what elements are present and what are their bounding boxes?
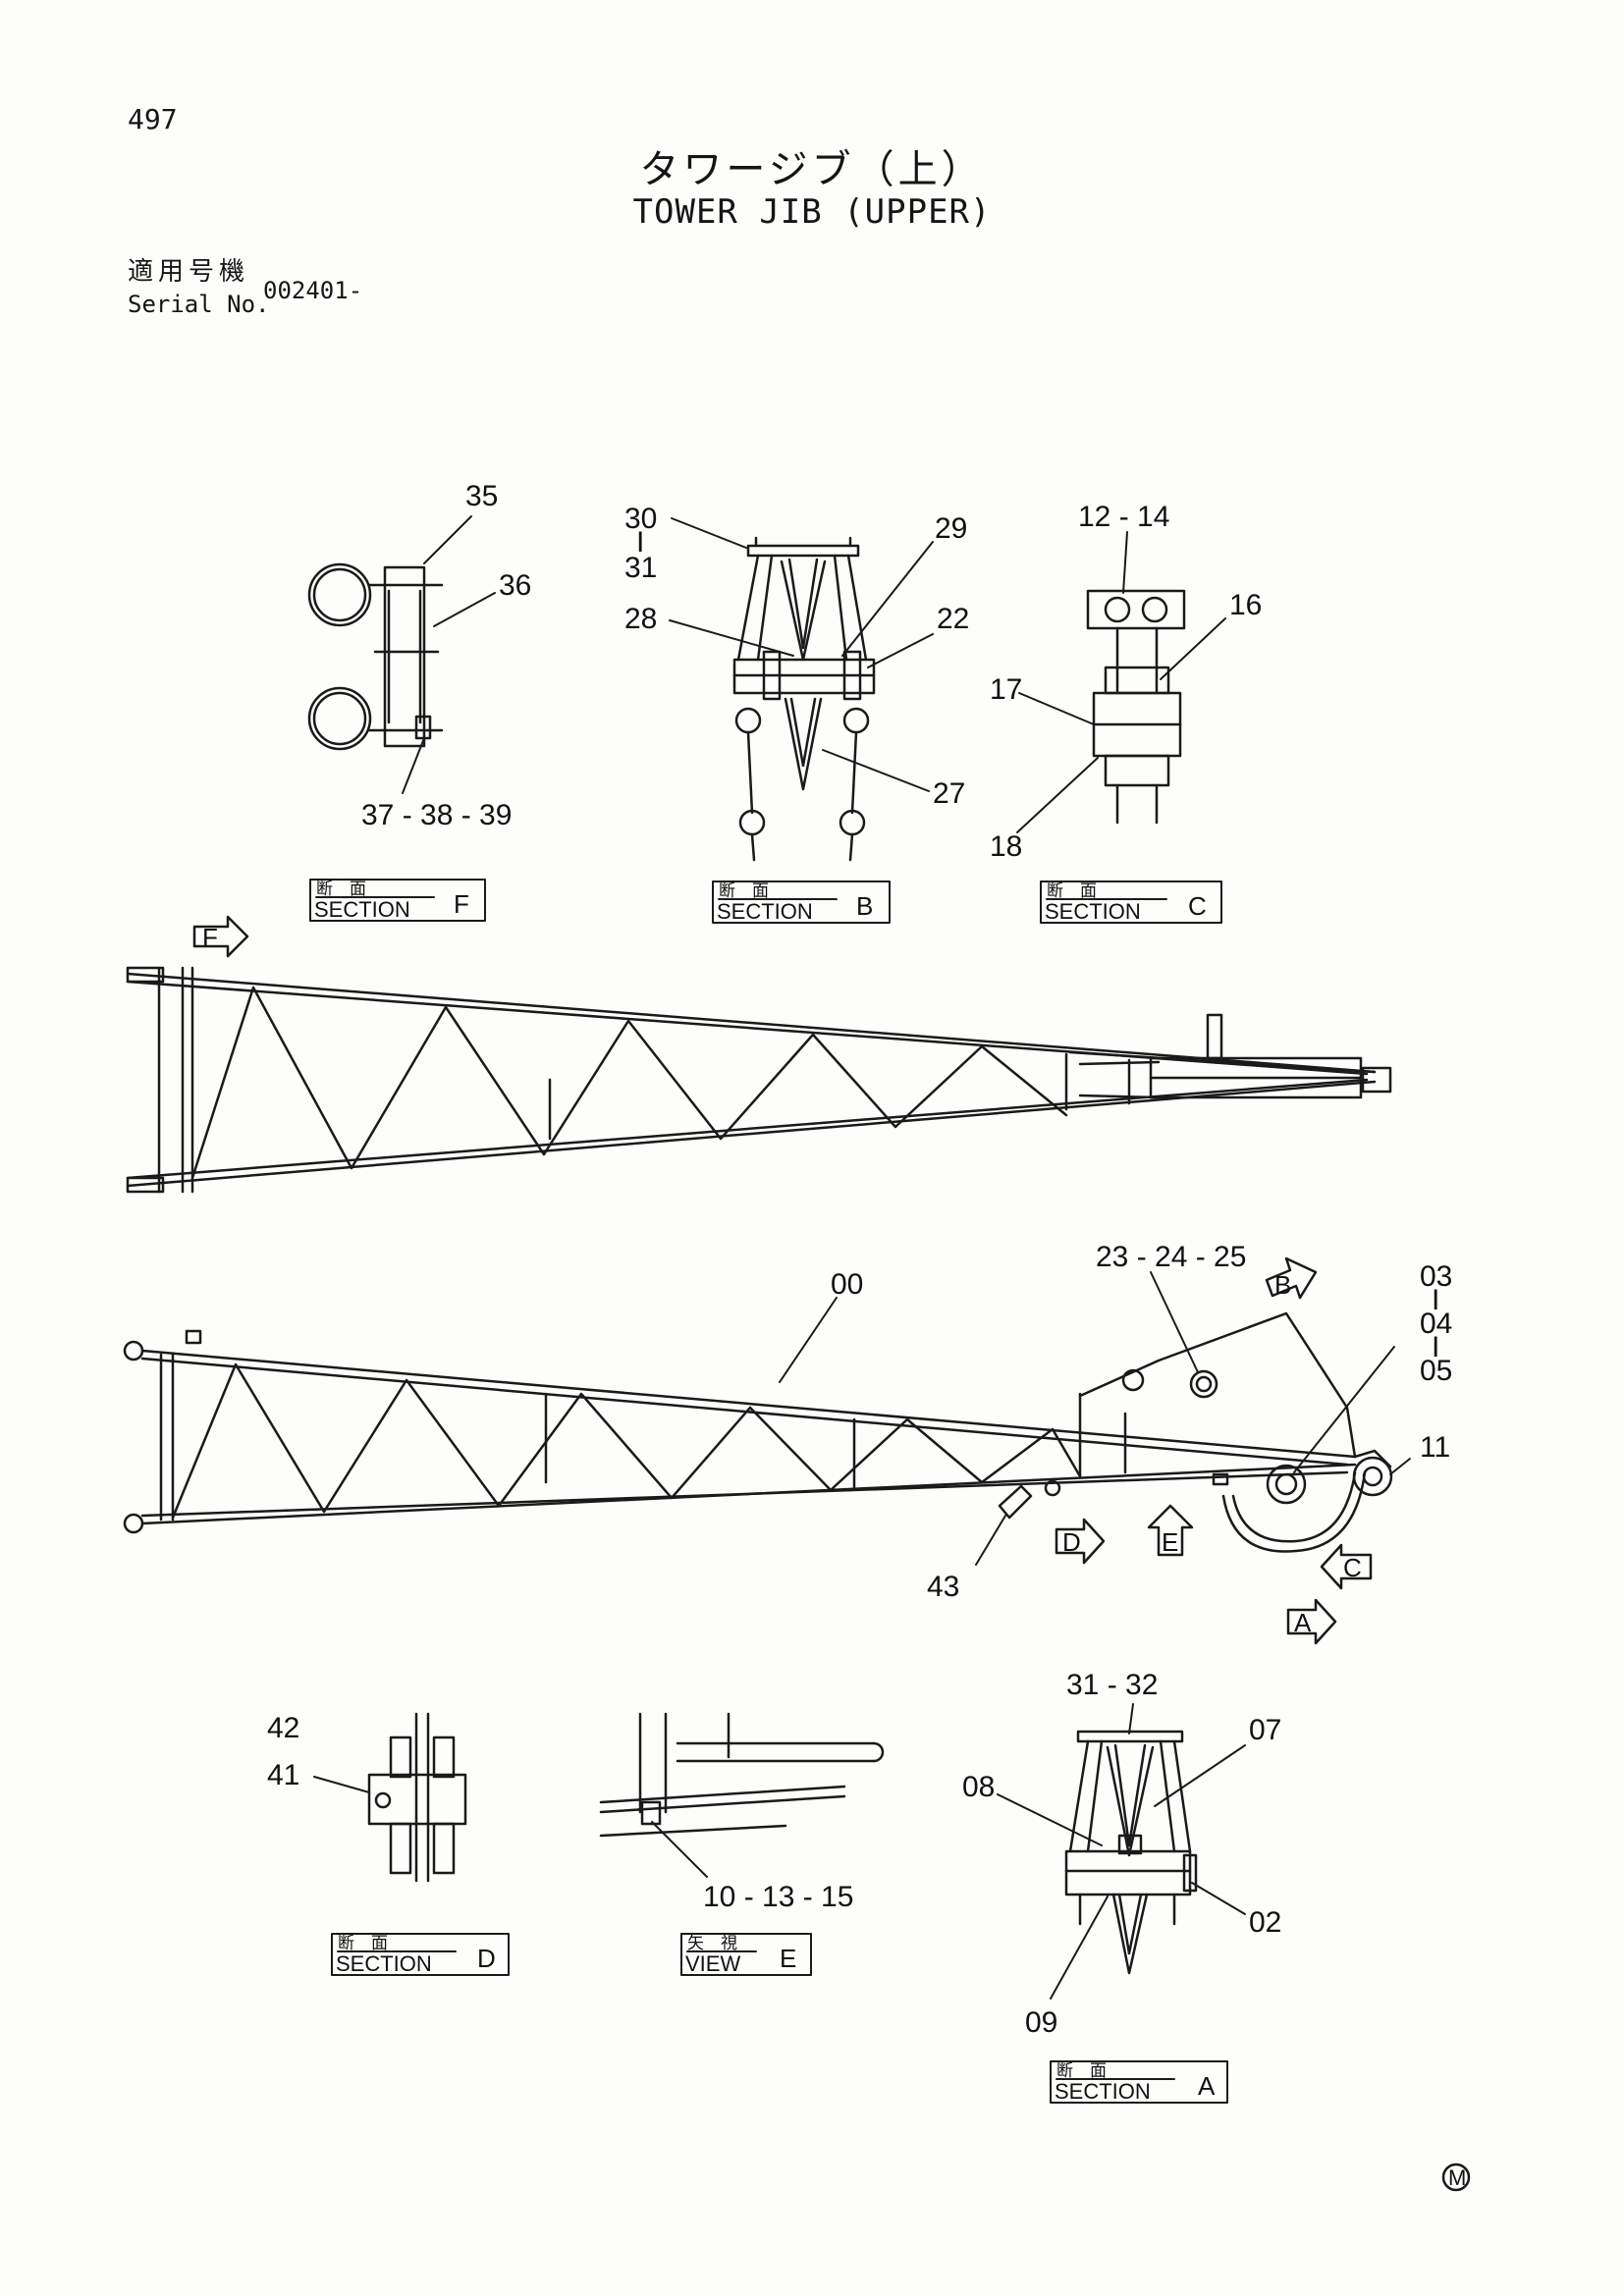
jib-side-view <box>123 1311 1393 1553</box>
caption-d-en: SECTION <box>336 1951 432 1976</box>
caption-c-jp: 断 面 <box>1047 881 1097 901</box>
jib-plan-view <box>126 966 1392 1194</box>
section-a-detail <box>1064 1730 1198 1975</box>
part-27: 27 <box>933 777 965 810</box>
footer-mark-circle <box>1441 2163 1471 2192</box>
view-arrow-d: D <box>1062 1527 1081 1557</box>
view-arrow-letters: F B D E C A <box>202 923 1362 1637</box>
view-e-detail <box>599 1712 885 1838</box>
part-04: 04 <box>1420 1308 1452 1340</box>
caption-b-letter: B <box>856 891 873 921</box>
part-28: 28 <box>624 603 657 635</box>
caption-texts: 断 面 SECTION F 断 面 SECTION B 断 面 SECTION … <box>314 880 1216 2104</box>
part-17: 17 <box>990 673 1022 706</box>
part-10-13-15: 10 - 13 - 15 <box>703 1881 853 1913</box>
caption-a-jp: 断 面 <box>1056 2061 1107 2081</box>
view-arrow-e: E <box>1162 1527 1178 1557</box>
section-f-detail <box>307 562 444 751</box>
page-number: 497 <box>128 103 178 135</box>
part-09: 09 <box>1025 2006 1057 2039</box>
caption-c-letter: C <box>1188 891 1207 921</box>
caption-d-jp: 断 面 <box>338 1934 388 1953</box>
footer-mark: M <box>1448 2165 1466 2190</box>
part-36: 36 <box>499 569 531 602</box>
section-d-detail <box>367 1712 467 1883</box>
part-labels: 35 36 37 - 38 - 39 30 I 31 29 28 22 27 1… <box>267 480 1452 2039</box>
part-31: 31 <box>624 552 657 584</box>
caption-b-en: SECTION <box>717 899 813 924</box>
caption-b-jp: 断 面 <box>719 881 769 901</box>
part-05: 05 <box>1420 1355 1452 1387</box>
view-arrow-b: B <box>1274 1270 1291 1300</box>
part-07: 07 <box>1249 1714 1281 1746</box>
part-23-24-25: 23 - 24 - 25 <box>1096 1241 1246 1273</box>
part-22: 22 <box>937 603 969 635</box>
caption-f-letter: F <box>454 889 469 919</box>
serial-label-japanese: 適用号機 <box>128 257 250 287</box>
caption-c-en: SECTION <box>1045 899 1141 924</box>
caption-frames <box>309 879 1228 2104</box>
caption-e-jp: 矢 視 <box>687 1934 737 1953</box>
part-04-separator: I <box>1432 1331 1439 1363</box>
part-43: 43 <box>927 1571 959 1603</box>
view-arrow-c: C <box>1343 1553 1362 1582</box>
title-english: TOWER JIB (UPPER) <box>632 192 992 232</box>
section-b-detail <box>732 536 876 862</box>
part-35: 35 <box>465 480 498 512</box>
part-11: 11 <box>1420 1431 1450 1464</box>
part-16: 16 <box>1229 589 1262 621</box>
part-18: 18 <box>990 830 1022 863</box>
part-29: 29 <box>935 512 967 545</box>
caption-d-letter: D <box>477 1944 496 1973</box>
caption-e-letter: E <box>780 1944 796 1973</box>
part-41: 41 <box>267 1759 299 1791</box>
caption-f-jp: 断 面 <box>316 880 366 899</box>
part-31-32: 31 - 32 <box>1066 1669 1158 1701</box>
part-30-separator: I <box>636 526 644 559</box>
part-03: 03 <box>1420 1260 1452 1293</box>
view-arrow-shapes <box>192 915 1373 1645</box>
view-arrow-a: A <box>1294 1608 1312 1637</box>
caption-a-en: SECTION <box>1055 2079 1151 2104</box>
part-37-38-39: 37 - 38 - 39 <box>361 799 512 831</box>
part-08: 08 <box>962 1771 995 1803</box>
caption-a-letter: A <box>1198 2071 1216 2101</box>
part-12-14: 12 - 14 <box>1078 501 1169 533</box>
leader-lines <box>313 515 1411 2000</box>
caption-f-en: SECTION <box>314 897 410 922</box>
view-arrow-f: F <box>202 923 218 952</box>
serial-label-english: Serial No. <box>128 291 270 318</box>
title-japanese: タワージブ（上） <box>639 147 985 192</box>
caption-e-en: VIEW <box>685 1951 740 1976</box>
part-03-separator: I <box>1432 1284 1439 1316</box>
part-30: 30 <box>624 503 657 535</box>
part-00: 00 <box>831 1268 863 1301</box>
part-42: 42 <box>267 1712 299 1744</box>
section-c-detail <box>1086 589 1186 825</box>
serial-number-value: 002401- <box>263 277 363 304</box>
part-02: 02 <box>1249 1906 1281 1939</box>
